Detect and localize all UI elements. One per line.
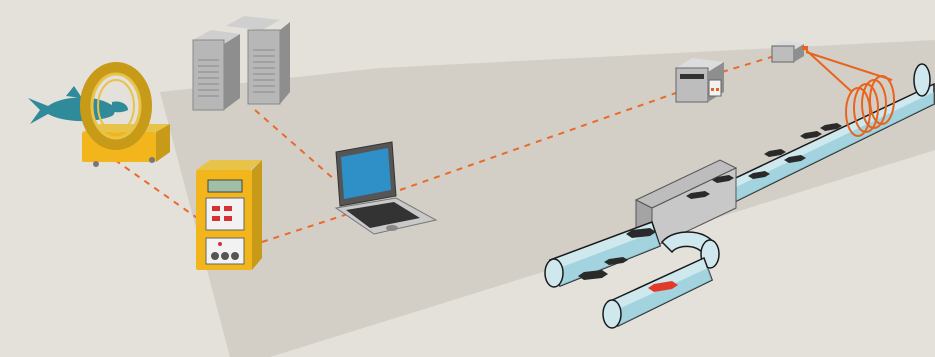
server-left-front [193,40,224,110]
reader-led [212,206,220,211]
detector-wheel [149,157,155,163]
reader-control-unit-icon [196,160,262,270]
laptop-screen [341,148,391,199]
reader-connector-panel [206,238,244,264]
server-right-top [226,16,280,30]
remote-unit-display [680,74,704,79]
teal-fish-head [112,101,128,112]
reader-knob [231,252,239,260]
relay-front [772,46,794,62]
reader-display [208,180,242,192]
reader-led [212,216,220,221]
server-left-side [224,34,240,110]
lower-pipe-end [603,300,621,328]
remote-unit-led [716,88,719,91]
reader-knob [211,252,219,260]
reader-panel [206,198,244,230]
reader-led [224,206,232,211]
remote-unit-led [711,88,714,91]
teal-fish-fin [66,86,82,98]
server-right-side [280,22,290,104]
server-right-front [248,30,280,104]
relay-port [802,46,808,50]
reader-led [224,216,232,221]
detector-wheel [93,161,99,167]
fish-passing-through-coil-icon [28,68,170,167]
remote-unit-front [676,68,708,102]
reader-indicator [218,242,222,246]
remote-receiver-unit-icon [676,58,724,102]
remote-unit-label [709,80,721,96]
reader-knob [221,252,229,260]
reader-side [252,160,262,270]
laptop-trackpad [386,225,398,231]
left-pipe-end [545,259,563,287]
upper-pipe-end [914,64,930,96]
